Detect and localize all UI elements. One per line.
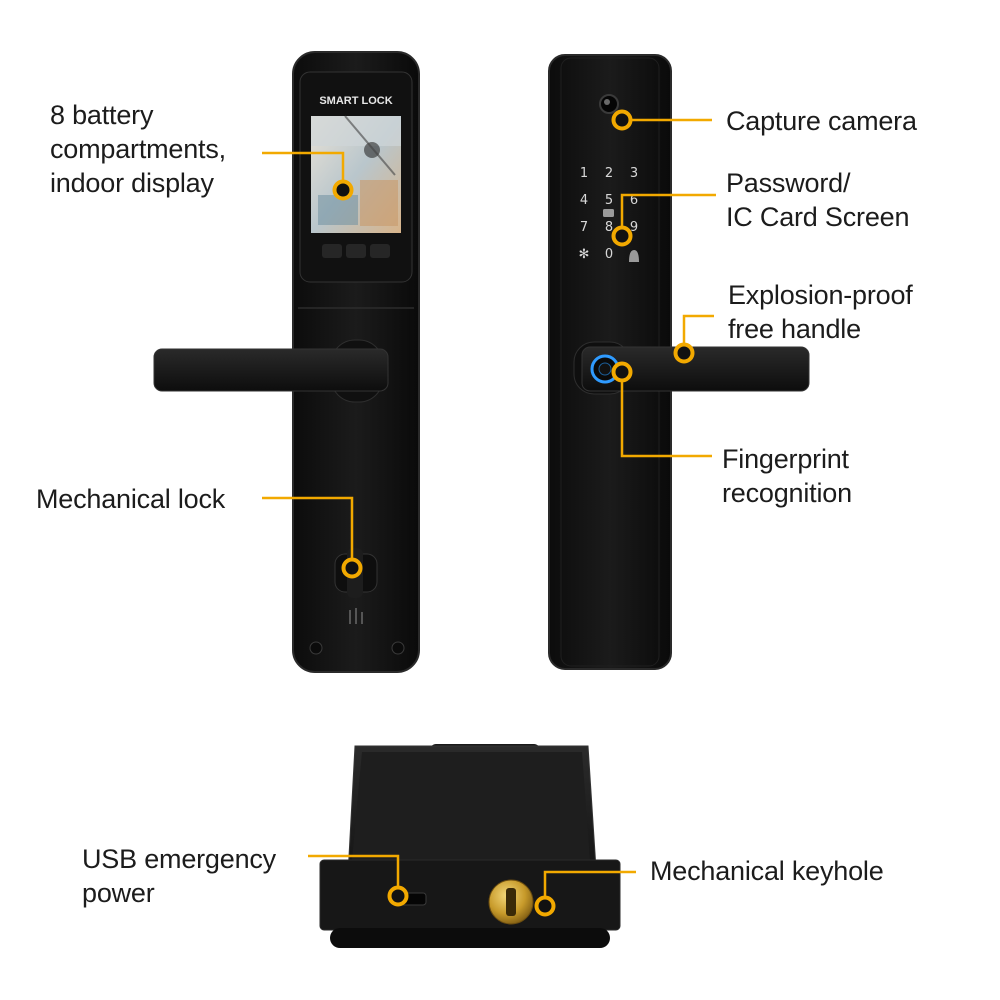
display-button-3[interactable] xyxy=(370,244,390,258)
marker-mechanical-lock xyxy=(341,557,363,579)
marker-handle xyxy=(673,342,695,364)
callout-fingerprint: Fingerprint recognition xyxy=(722,442,852,510)
callout-line: Fingerprint xyxy=(722,444,849,474)
callout-markers xyxy=(332,109,695,917)
callout-battery-display: 8 battery compartments, indoor display xyxy=(50,98,226,200)
callout-line: recognition xyxy=(722,478,852,508)
marker-battery-display xyxy=(332,179,354,201)
callout-line: Explosion-proof xyxy=(728,280,913,310)
marker-usb-power xyxy=(387,885,409,907)
callout-lines xyxy=(262,118,716,905)
keypad-key[interactable]: 5 xyxy=(605,193,613,208)
keypad[interactable]: 1 2 3 4 5 6 7 8 9 ✻ 0 xyxy=(579,166,639,262)
display-title: SMART LOCK xyxy=(319,95,392,107)
marker-keyhole xyxy=(534,895,556,917)
callout-line: Password/ xyxy=(726,168,851,198)
keypad-key[interactable]: ✻ xyxy=(579,247,590,262)
keypad-key[interactable]: 1 xyxy=(580,166,588,181)
keypad-key[interactable]: 2 xyxy=(605,166,613,181)
callout-line: 8 battery xyxy=(50,100,154,130)
card-reader-icon xyxy=(603,209,614,217)
bottom-view xyxy=(319,744,621,948)
screw-icon xyxy=(391,641,405,655)
callout-keyhole: Mechanical keyhole xyxy=(650,854,884,888)
callout-line: compartments, xyxy=(50,134,226,164)
keypad-key[interactable]: 4 xyxy=(580,193,588,208)
callout-handle: Explosion-proof free handle xyxy=(728,278,913,346)
callout-line: free handle xyxy=(728,314,861,344)
keypad-key[interactable]: 0 xyxy=(605,247,613,262)
callout-password-screen: Password/ IC Card Screen xyxy=(726,166,909,234)
keypad-key[interactable]: 8 xyxy=(605,220,613,235)
callout-mechanical-lock: Mechanical lock xyxy=(36,482,225,516)
indoor-handle[interactable] xyxy=(153,348,389,392)
keypad-key[interactable]: 9 xyxy=(630,220,638,235)
outdoor-lock-unit: 1 2 3 4 5 6 7 8 9 ✻ 0 xyxy=(548,54,810,670)
marker-fingerprint xyxy=(611,361,633,383)
callout-usb-power: USB emergency power xyxy=(82,842,276,910)
display-button-2[interactable] xyxy=(346,244,366,258)
keypad-key[interactable]: 7 xyxy=(580,220,588,235)
callout-capture-camera: Capture camera xyxy=(726,104,917,138)
callout-line: IC Card Screen xyxy=(726,202,910,232)
callout-line: Mechanical lock xyxy=(36,484,226,514)
keypad-key[interactable]: 3 xyxy=(630,166,638,181)
keypad-key[interactable]: 6 xyxy=(630,193,638,208)
callout-line: power xyxy=(82,878,155,908)
outdoor-handle[interactable] xyxy=(581,346,810,392)
marker-password-screen xyxy=(611,225,633,247)
callout-line: indoor display xyxy=(50,168,214,198)
callout-line: USB emergency xyxy=(82,844,276,874)
display-button-1[interactable] xyxy=(322,244,342,258)
callout-line: Mechanical keyhole xyxy=(650,856,884,886)
doorbell-icon[interactable] xyxy=(629,250,639,262)
indoor-lock-unit: SMART LOCK xyxy=(153,51,420,673)
marker-capture-camera xyxy=(611,109,633,131)
screw-icon xyxy=(309,641,323,655)
callout-line: Capture camera xyxy=(726,106,917,136)
